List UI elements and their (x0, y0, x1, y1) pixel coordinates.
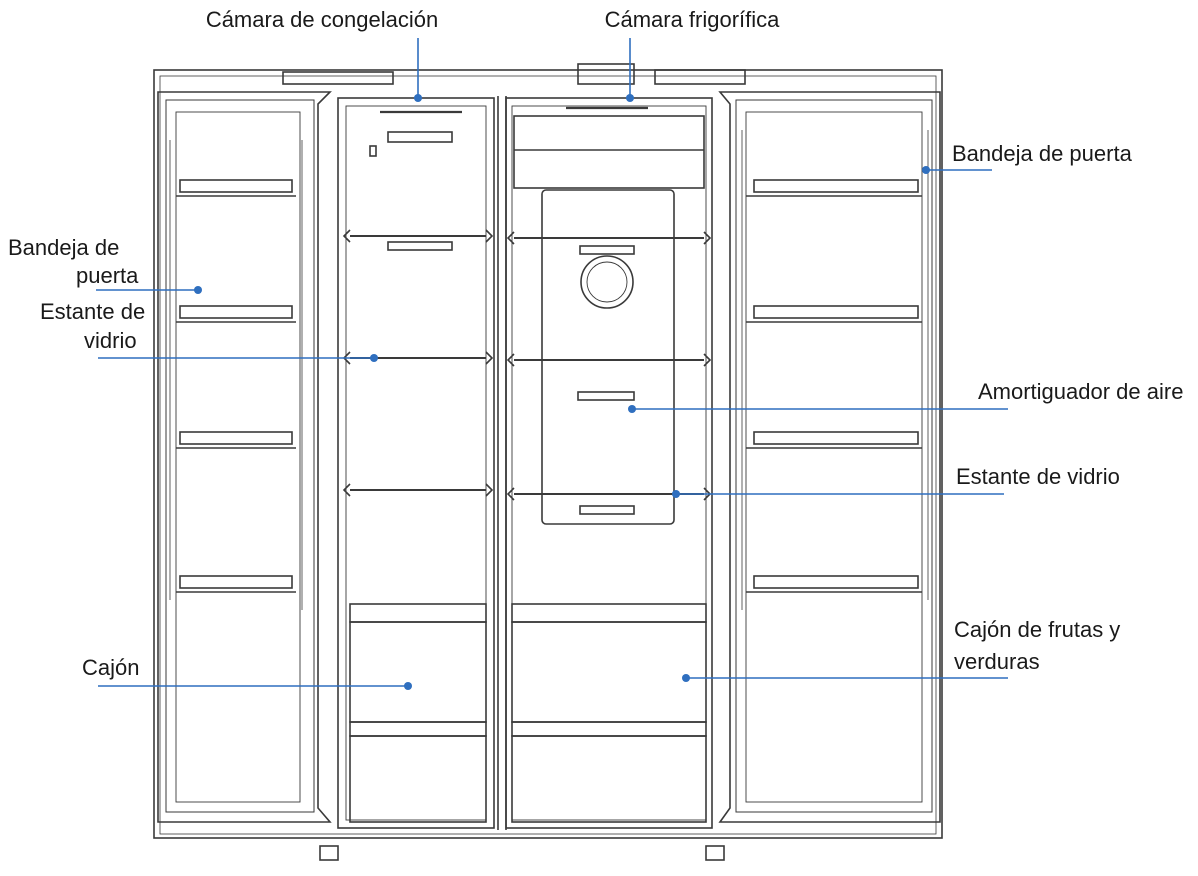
label-crisper-line2: verduras (954, 649, 1040, 674)
label-drawer: Cajón (82, 655, 140, 680)
dot-glass-shelf-left (370, 354, 378, 362)
left-door (157, 91, 332, 823)
label-fridge-compartment: Cámara frigorífica (604, 7, 780, 32)
fridge-interior (505, 97, 713, 829)
dot-glass-shelf-right (672, 490, 680, 498)
right-foot (705, 845, 725, 861)
right-door (718, 91, 941, 823)
left-foot (319, 845, 339, 861)
label-glass-shelf-right: Estante de vidrio (956, 464, 1120, 489)
dot-freezer (414, 94, 422, 102)
leader-dots (194, 94, 930, 690)
dot-fridge (626, 94, 634, 102)
label-door-tray-left-line1: Bandeja de (8, 235, 120, 260)
center-hinge (577, 63, 635, 85)
label-door-tray-right: Bandeja de puerta (952, 141, 1132, 166)
dot-drawer (404, 682, 412, 690)
dot-crisper (682, 674, 690, 682)
label-freezer-compartment: Cámara de congelación (205, 7, 439, 32)
cabinet-inner-outline (159, 75, 937, 835)
label-door-tray-left-line2: puerta (76, 263, 139, 288)
dot-door-tray-left (194, 286, 202, 294)
leader-lines (96, 38, 1008, 687)
dot-door-tray-right (922, 166, 930, 174)
label-glass-shelf-left-line2: vidrio (84, 328, 137, 353)
freezer-interior (337, 97, 495, 829)
left-hinge (282, 71, 394, 85)
right-hinge (654, 69, 746, 85)
label-air-damper: Amortiguador de aire (978, 379, 1184, 404)
dot-air-damper (628, 405, 636, 413)
label-crisper-line1: Cajón de frutas y (954, 617, 1121, 642)
label-glass-shelf-left-line1: Estante de (40, 299, 146, 324)
